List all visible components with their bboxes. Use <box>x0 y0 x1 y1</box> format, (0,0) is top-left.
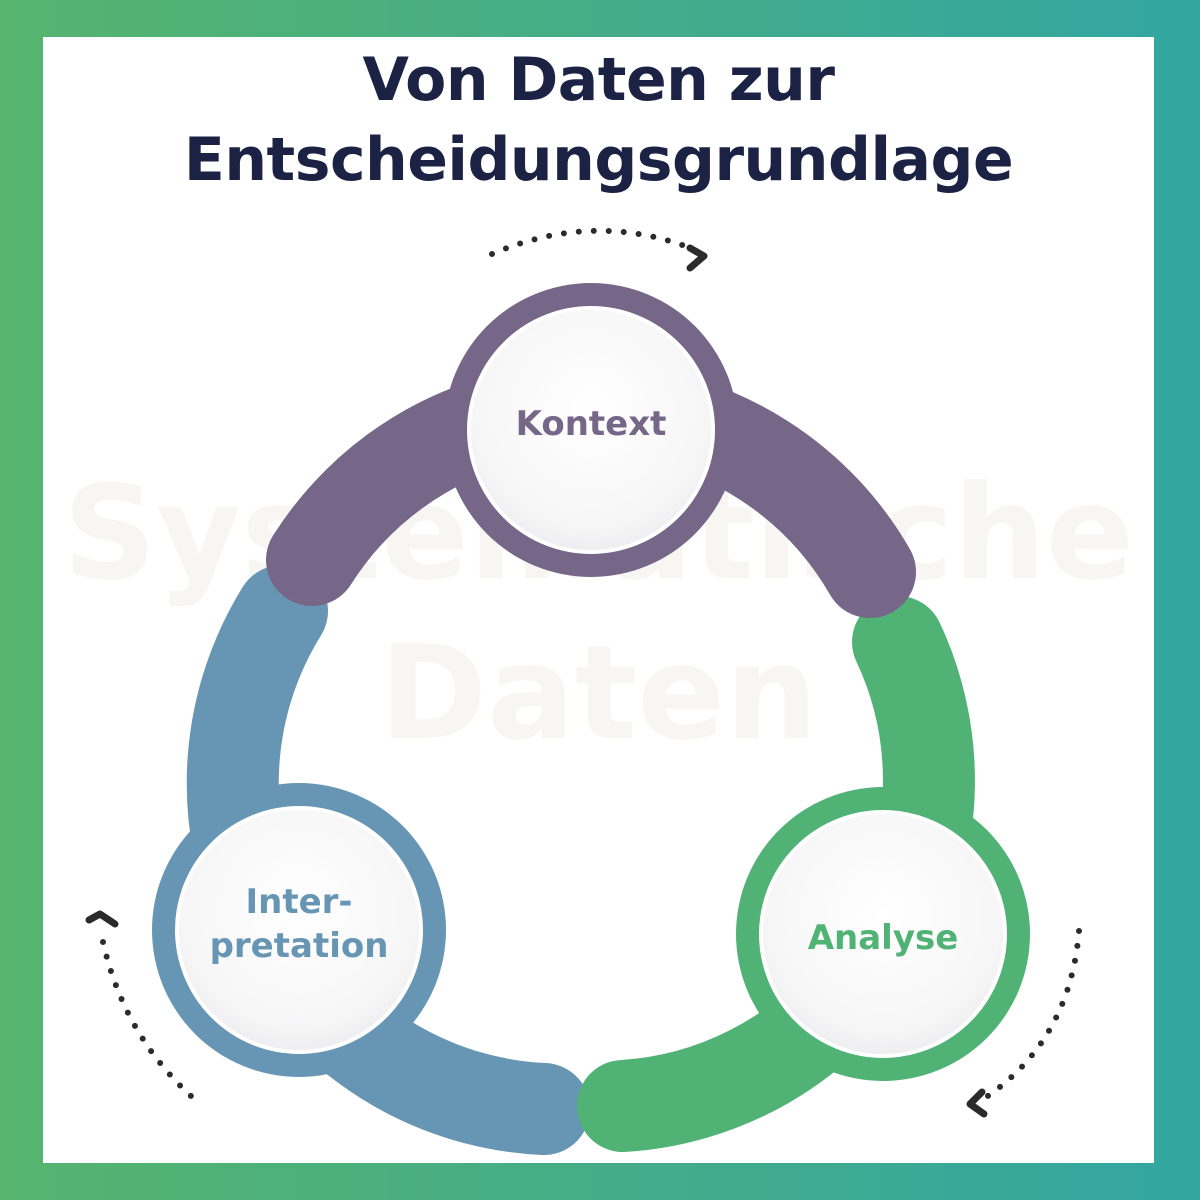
title-line2: Entscheidungsgrundlage <box>183 125 1014 195</box>
node-interpretation <box>152 783 446 1077</box>
page-title: Von Daten zur Entscheidungsgrundlage <box>43 40 1154 200</box>
node-label-analyse: Analyse <box>807 918 959 958</box>
cycle-arrow-icon <box>489 227 688 257</box>
chevron-right-icon <box>686 244 708 272</box>
node-analyse <box>736 787 1030 1081</box>
node-kontext <box>444 283 738 577</box>
node-label-kontext: Kontext <box>515 404 667 444</box>
title-line1: Von Daten zur <box>362 45 835 115</box>
watermark-line2: Daten <box>379 617 818 769</box>
node-label-interpretation: Inter- pretation <box>177 880 421 968</box>
node-label-interpretation-line2: pretation <box>209 926 389 966</box>
chevron-down-icon <box>966 1088 988 1118</box>
node-label-interpretation-line1: Inter- <box>245 882 353 922</box>
chevron-up-icon <box>85 910 119 928</box>
